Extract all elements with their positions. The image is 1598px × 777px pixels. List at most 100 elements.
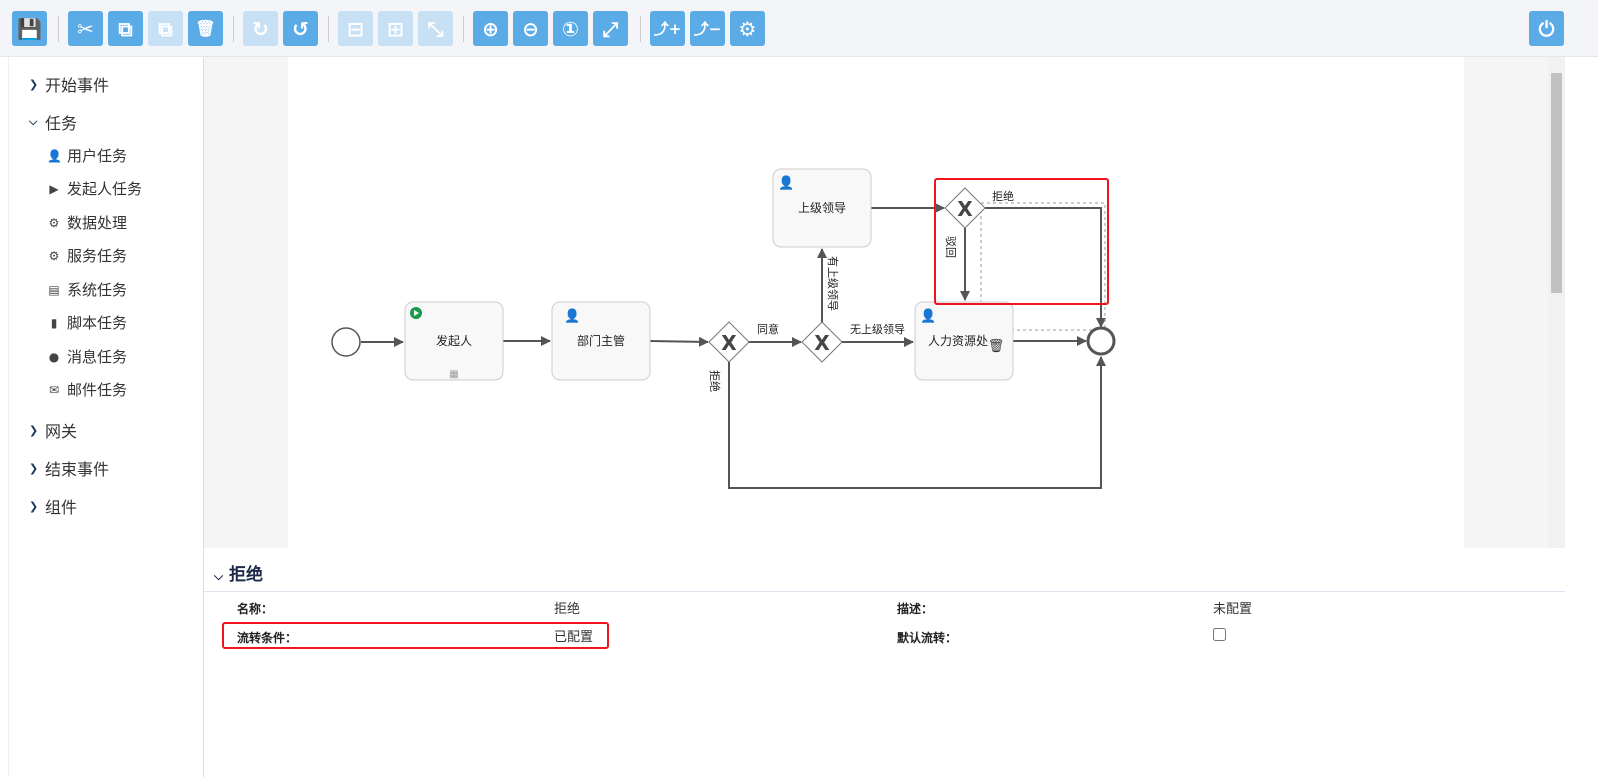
palette-item-message-task[interactable]: ● 消息任务: [47, 346, 127, 367]
item-label: 发起人任务: [67, 180, 143, 198]
chevron-right-icon: ❯: [29, 423, 39, 437]
zoom-actual-icon: ①: [562, 16, 579, 41]
gear-icon: ⚙: [738, 16, 757, 41]
undo-icon: ↺: [292, 16, 309, 41]
gateway-1[interactable]: X: [708, 321, 750, 363]
user-icon: 👤: [778, 175, 794, 191]
item-label: 服务任务: [67, 247, 128, 265]
user-icon: 👤: [564, 308, 580, 324]
flow-reject2[interactable]: [985, 207, 1106, 328]
align-horizontal-button[interactable]: ⊟: [338, 11, 373, 46]
palette-item-service-task[interactable]: ⚙ 服务任务: [47, 245, 127, 266]
chevron-right-icon: ❯: [29, 499, 39, 513]
group-component[interactable]: ❯ 组件: [29, 494, 77, 518]
default-flow-checkbox[interactable]: [1213, 628, 1226, 641]
delete-button[interactable]: 🗑: [188, 11, 223, 46]
add-bendpoint-button[interactable]: ⤴+: [650, 11, 685, 46]
vertical-scrollbar[interactable]: [1548, 57, 1565, 548]
palette-item-system-task[interactable]: ▤系统任务: [47, 279, 127, 300]
svg-text:X: X: [721, 331, 737, 355]
condition-value[interactable]: 已配置: [554, 630, 594, 645]
user-icon: 👤: [920, 308, 936, 324]
paste-button[interactable]: ⧉: [148, 11, 183, 46]
flow-label-return: 驳回: [944, 236, 957, 258]
zoom-in-button[interactable]: ⊕: [473, 11, 508, 46]
palette-item-user-task[interactable]: 👤用户任务: [47, 145, 127, 166]
zoom-out-button[interactable]: ⊖: [513, 11, 548, 46]
properties-title[interactable]: ⌵ 拒绝: [214, 560, 263, 585]
group-end-event[interactable]: ❯结束事件: [29, 456, 109, 480]
divider: [463, 16, 464, 42]
task-hr[interactable]: 👤人力资源处🗑: [914, 301, 1014, 381]
gateway-2[interactable]: X: [801, 321, 843, 363]
chevron-down-icon: ⌵: [214, 569, 224, 583]
undo-button[interactable]: ↺: [283, 11, 318, 46]
selection-outline: [980, 202, 1106, 331]
envelope-icon: ✉: [48, 382, 60, 397]
task-superior[interactable]: 👤 上级领导: [772, 168, 872, 248]
palette-item-mail-task[interactable]: ✉邮件任务: [47, 379, 127, 400]
palette-sidebar: ❯ 开始事件 ⌵ 任务 👤用户任务 ▶ 发起人任务 ⚙数据处理 ⚙ 服务任务 ▤系统任务…: [8, 57, 204, 777]
description-value[interactable]: 未配置: [1213, 602, 1253, 617]
gear-icon: ⚙: [48, 248, 60, 263]
resize-icon: ⤡: [427, 16, 444, 41]
scissors-icon: ✂: [77, 16, 94, 41]
flow-to-gw1[interactable]: [649, 336, 709, 347]
redo-button[interactable]: ↻: [243, 11, 278, 46]
settings-button[interactable]: ⚙: [730, 11, 765, 46]
condition-label: 流转条件：: [237, 631, 298, 645]
group-gateway[interactable]: ❯网关: [29, 418, 77, 442]
item-label: 消息任务: [67, 348, 128, 366]
svg-text:X: X: [957, 197, 973, 221]
zoom-actual-button[interactable]: ①: [553, 11, 588, 46]
highlight-box: [222, 622, 609, 649]
save-button[interactable]: 💾: [12, 11, 47, 46]
start-event[interactable]: [331, 327, 361, 357]
paste-icon: ⧉: [158, 16, 173, 41]
message-icon: ●: [48, 349, 60, 364]
redo-icon: ↻: [252, 16, 269, 41]
palette-item-initiator-task[interactable]: ▶ 发起人任务: [47, 178, 142, 199]
cut-button[interactable]: ✂: [68, 11, 103, 46]
chevron-down-icon: ⌵: [29, 115, 38, 128]
flow-label-no-superior: 无上级领导: [850, 323, 905, 336]
divider: [640, 16, 641, 42]
chevron-right-icon: ❯: [29, 77, 39, 91]
name-value[interactable]: 拒绝: [554, 602, 581, 617]
group-label: 任务: [45, 114, 78, 133]
chevron-right-icon: ❯: [29, 461, 39, 475]
svg-text:上级领导: 上级领导: [798, 201, 846, 215]
zoom-fit-button[interactable]: ⤢: [593, 11, 628, 46]
flow-reject1[interactable]: [728, 356, 1106, 489]
svg-text:人力资源处: 人力资源处: [928, 334, 988, 348]
item-label: 用户任务: [67, 147, 128, 165]
task-initiator[interactable]: 发起人▦: [404, 301, 504, 381]
copy-button[interactable]: ⧉: [108, 11, 143, 46]
group-start-event[interactable]: ❯ 开始事件: [29, 72, 109, 96]
align-vertical-icon: ⊞: [387, 16, 404, 41]
divider: [328, 16, 329, 42]
flow-label-agree: 同意: [757, 322, 779, 336]
same-size-button[interactable]: ⤡: [418, 11, 453, 46]
palette-item-script-task[interactable]: ▮脚本任务: [47, 312, 127, 333]
divider: [233, 16, 234, 42]
gateway-3[interactable]: X: [944, 187, 986, 229]
item-label: 脚本任务: [67, 314, 128, 332]
group-label: 开始事件: [45, 76, 110, 95]
divider: [204, 591, 1565, 592]
task-dept-manager[interactable]: 👤 部门主管: [551, 301, 651, 381]
group-label: 组件: [45, 498, 78, 517]
play-circle-icon: ▶: [49, 181, 59, 196]
table-icon: ▤: [48, 282, 60, 297]
remove-bendpoint-button[interactable]: ⤴−: [690, 11, 725, 46]
group-task[interactable]: ⌵ 任务: [29, 110, 77, 134]
svg-text:部门主管: 部门主管: [577, 333, 625, 348]
fit-icon: ⤢: [602, 16, 619, 41]
power-button[interactable]: ⏻: [1529, 11, 1564, 46]
divider: [58, 16, 59, 42]
align-vertical-button[interactable]: ⊞: [378, 11, 413, 46]
end-event[interactable]: [1086, 326, 1116, 356]
flow-label-has-superior: 有上级领导: [826, 256, 840, 311]
scrollbar-thumb[interactable]: [1551, 73, 1562, 293]
palette-item-data-processing[interactable]: ⚙数据处理: [47, 212, 127, 233]
